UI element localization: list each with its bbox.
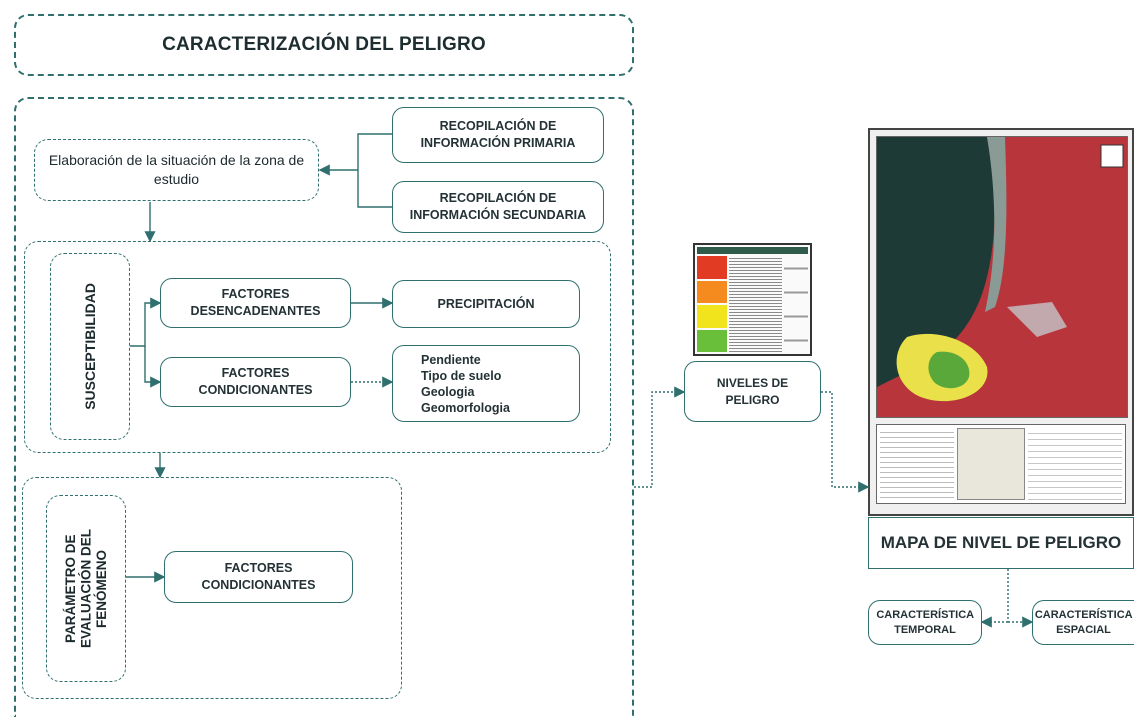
desencadenantes-box: FACTORES DESENCADENANTES <box>160 278 351 328</box>
susceptibilidad-label: SUSCEPTIBILIDAD <box>81 283 98 410</box>
precipitacion-box: PRECIPITACIÓN <box>392 280 580 328</box>
parametro-label-box: PARÁMETRO DE EVALUACIÓN DEL FENÓMENO <box>46 495 126 682</box>
situacion-text: Elaboración de la situación de la zona d… <box>48 152 305 187</box>
temporal-text: CARACTERÍSTICA TEMPORAL <box>876 608 975 636</box>
espacial-text: CARACTERÍSTICA ESPACIAL <box>1034 608 1133 636</box>
map-canvas <box>876 136 1128 418</box>
temporal-box: CARACTERÍSTICA TEMPORAL <box>868 600 982 645</box>
condicionantes2-box: FACTORES CONDICIONANTES <box>164 551 353 603</box>
legend-range-column <box>784 256 808 352</box>
parametro-frame <box>22 477 402 699</box>
hazard-map-image <box>868 128 1134 516</box>
map-legend-panel <box>876 424 1126 504</box>
legend-bajo-swatch <box>697 329 727 352</box>
condicionantes-box: FACTORES CONDICIONANTES <box>160 357 351 407</box>
condicionantes-text: FACTORES CONDICIONANTES <box>198 366 313 397</box>
condicionantes-list-box: Pendiente Tipo de suelo Geologia Geomorf… <box>392 345 580 422</box>
legend-muy-alto-swatch <box>697 256 727 279</box>
legend-alto-swatch <box>697 280 727 303</box>
susceptibilidad-label-box: SUSCEPTIBILIDAD <box>50 253 130 440</box>
precipitacion-text: PRECIPITACIÓN <box>437 296 535 311</box>
mapa-box: MAPA DE NIVEL DE PELIGRO <box>868 517 1134 569</box>
main-frame <box>14 97 634 717</box>
title-frame <box>14 14 634 76</box>
primaria-box: RECOPILACIÓN DE INFORMACIÓN PRIMARIA <box>392 107 604 163</box>
legend-description-column <box>729 256 782 352</box>
niveles-box: NIVELES DE PELIGRO <box>684 361 821 422</box>
secundaria-text: RECOPILACIÓN DE INFORMACIÓN SECUNDARIA <box>409 191 587 222</box>
page-title: CARACTERIZACIÓN DEL PELIGRO <box>162 34 486 55</box>
legend-header-bar <box>697 247 808 254</box>
secundaria-box: RECOPILACIÓN DE INFORMACIÓN SECUNDARIA <box>392 181 604 233</box>
condicionantes-list: Pendiente Tipo de suelo Geologia Geomorf… <box>421 352 510 416</box>
list-item: Geologia <box>421 384 475 399</box>
parametro-label: PARÁMETRO DE EVALUACIÓN DEL FENÓMENO <box>62 529 109 649</box>
list-item: Geomorfologia <box>421 400 510 415</box>
list-item: Pendiente <box>421 352 481 367</box>
map-legend-left <box>880 428 954 500</box>
niveles-legend-image <box>693 243 812 356</box>
primaria-text: RECOPILACIÓN DE INFORMACIÓN PRIMARIA <box>420 119 576 150</box>
list-item: Tipo de suelo <box>421 368 502 383</box>
desencadenantes-text: FACTORES DESENCADENANTES <box>190 287 321 318</box>
susceptibilidad-frame <box>24 241 611 453</box>
espacial-box: CARACTERÍSTICA ESPACIAL <box>1032 600 1134 645</box>
niveles-text: NIVELES DE PELIGRO <box>716 376 789 407</box>
situacion-box: Elaboración de la situación de la zona d… <box>34 139 319 201</box>
map-location-inset <box>956 428 1026 500</box>
legend-medio-swatch <box>697 305 727 328</box>
map-title-block <box>1028 428 1122 500</box>
condicionantes2-text: FACTORES CONDICIONANTES <box>201 561 316 592</box>
mapa-text: MAPA DE NIVEL DE PELIGRO <box>880 532 1122 552</box>
